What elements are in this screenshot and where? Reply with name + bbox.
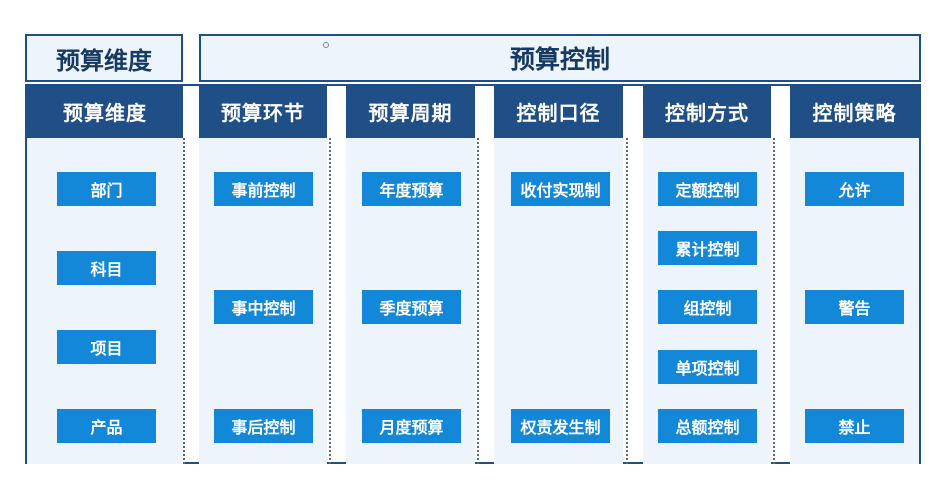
method-item-fixed-amount: 定额控制 <box>658 172 757 206</box>
dimension-item-department: 部门 <box>57 172 156 206</box>
period-item-annual: 年度预算 <box>362 172 461 206</box>
stage-item-in-process-control: 事中控制 <box>214 290 313 324</box>
dimension-banner: 预算维度 <box>25 34 183 82</box>
basis-item-accrual: 权责发生制 <box>511 409 610 443</box>
strategy-item-forbid: 禁止 <box>805 409 904 443</box>
dotted-divider <box>183 138 185 464</box>
basis-item-cash: 收付实现制 <box>511 172 610 206</box>
column-header-control-strategy: 控制策略 <box>790 84 919 138</box>
column-header-budget-dimension: 预算维度 <box>27 84 183 138</box>
strategy-item-allow: 允许 <box>805 172 904 206</box>
column-budget-stage: 预算环节 事前控制 事中控制 事后控制 <box>199 84 327 464</box>
period-item-quarterly: 季度预算 <box>362 290 461 324</box>
column-control-strategy: 控制策略 允许 警告 禁止 <box>790 84 919 464</box>
strategy-item-warn: 警告 <box>805 290 904 324</box>
method-item-total: 总额控制 <box>658 409 757 443</box>
dimension-item-project: 项目 <box>57 330 156 364</box>
method-item-single: 单项控制 <box>658 350 757 384</box>
column-header-control-method: 控制方式 <box>643 84 771 138</box>
method-item-cumulative: 累计控制 <box>658 231 757 265</box>
stage-item-post-control: 事后控制 <box>214 409 313 443</box>
stage-item-pre-control: 事前控制 <box>214 172 313 206</box>
column-header-budget-period: 预算周期 <box>346 84 475 138</box>
method-item-group: 组控制 <box>658 290 757 324</box>
decorative-dot-icon <box>323 42 329 48</box>
dimension-item-product: 产品 <box>57 409 156 443</box>
column-budget-dimension: 预算维度 部门 科目 项目 产品 <box>27 84 183 464</box>
dotted-divider <box>626 138 628 464</box>
period-item-monthly: 月度预算 <box>362 409 461 443</box>
column-header-control-basis: 控制口径 <box>494 84 623 138</box>
column-control-method: 控制方式 定额控制 累计控制 组控制 单项控制 总额控制 <box>643 84 771 464</box>
column-header-budget-stage: 预算环节 <box>199 84 327 138</box>
dotted-divider <box>773 138 775 464</box>
dotted-divider <box>329 138 331 464</box>
dimension-item-account: 科目 <box>57 251 156 285</box>
control-banner: 预算控制 <box>199 34 921 82</box>
dotted-divider <box>477 138 479 464</box>
column-control-basis: 控制口径 收付实现制 权责发生制 <box>494 84 623 464</box>
column-budget-period: 预算周期 年度预算 季度预算 月度预算 <box>346 84 475 464</box>
